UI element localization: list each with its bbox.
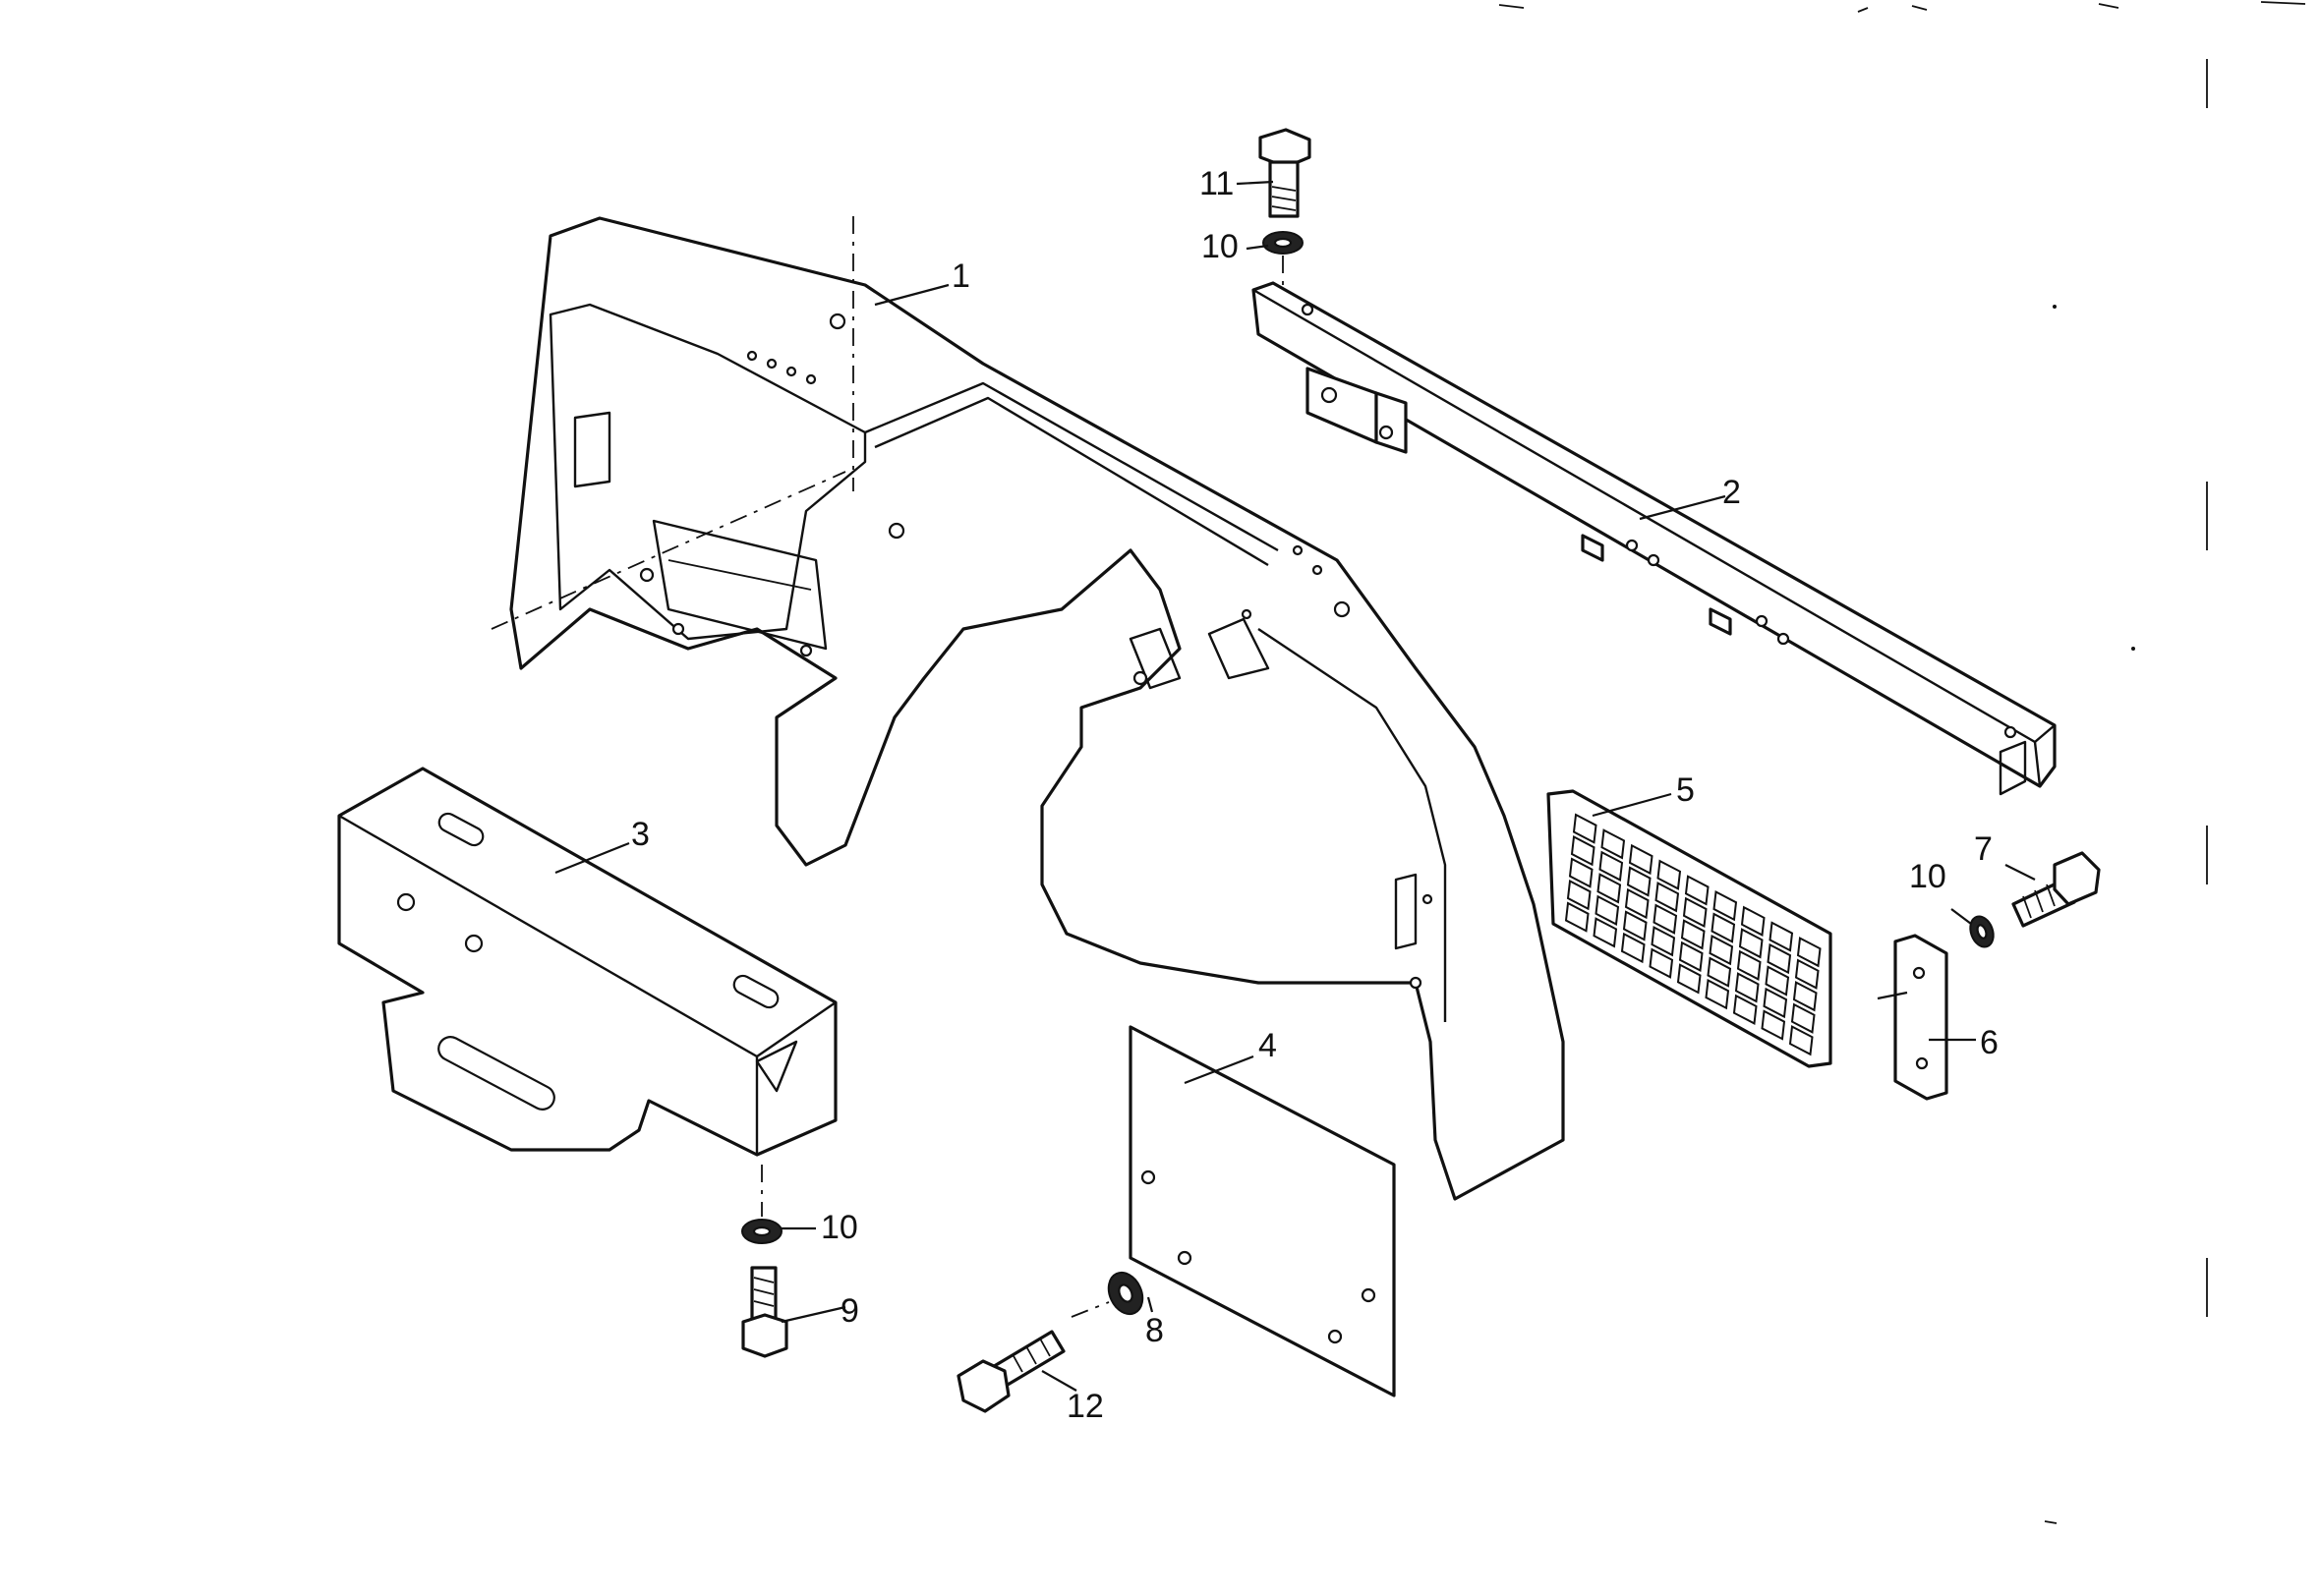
grille-cell xyxy=(1765,965,1790,997)
grille-cell xyxy=(1654,882,1680,913)
grille-cell xyxy=(1620,932,1646,964)
grille-cell xyxy=(1709,934,1734,966)
callout-5: 5 xyxy=(1676,771,1695,809)
grille-cell xyxy=(1769,921,1794,952)
part-10-washer-right xyxy=(1969,915,1995,948)
callout-1: 1 xyxy=(952,257,970,295)
part-5-grille xyxy=(1546,789,1832,1068)
part-6-small-plate xyxy=(1893,934,1948,1101)
callout-7: 7 xyxy=(1974,830,1993,868)
part-7-bolt xyxy=(2011,851,2101,928)
grille-cell xyxy=(1684,875,1710,906)
part-10-washer-bottom xyxy=(741,1219,783,1244)
grille-cell xyxy=(1596,873,1622,904)
callout-9: 9 xyxy=(841,1292,859,1330)
grille-cell xyxy=(1598,850,1624,882)
callout-10-top: 10 xyxy=(1201,228,1239,265)
grille-cell xyxy=(1734,972,1760,1003)
callout-10-right: 10 xyxy=(1909,858,1946,895)
callout-10-bottom: 10 xyxy=(821,1209,858,1246)
grille-cell xyxy=(1628,843,1653,876)
grille-cell xyxy=(1622,910,1648,941)
callout-8: 8 xyxy=(1145,1312,1164,1349)
part-10-washer-top xyxy=(1262,231,1304,255)
grille-cell xyxy=(1680,919,1706,950)
callout-labels: 1 2 3 4 5 6 7 8 9 10 10 10 11 12 xyxy=(631,165,1999,1425)
part-2-bar xyxy=(1251,281,2057,796)
grille-cell xyxy=(1570,834,1595,867)
grille-cell xyxy=(1572,813,1597,844)
grille-cell xyxy=(1790,1002,1816,1034)
grille-cell xyxy=(1788,1025,1814,1056)
grille-cell xyxy=(1767,942,1792,975)
grille-cell xyxy=(1564,901,1590,933)
grille-cell xyxy=(1656,859,1682,890)
grille-cell xyxy=(1732,994,1758,1025)
grille-cell xyxy=(1738,928,1764,959)
callout-6: 6 xyxy=(1980,1024,1999,1061)
grille-cell xyxy=(1792,981,1818,1012)
grille-cell xyxy=(1705,978,1730,1010)
grille-cell xyxy=(1711,912,1736,943)
part-1-frame xyxy=(491,216,1565,1201)
grille-cell xyxy=(1566,879,1592,911)
callout-2: 2 xyxy=(1722,474,1741,511)
grille-cell xyxy=(1651,926,1676,957)
grille-cell xyxy=(1736,949,1762,981)
callout-3: 3 xyxy=(631,816,650,853)
grille-cell xyxy=(1626,866,1652,897)
callout-11: 11 xyxy=(1199,165,1234,202)
scan-artifacts xyxy=(1498,1,2306,1524)
grille-cell xyxy=(1624,887,1650,920)
part-11-bolt xyxy=(1258,128,1311,218)
part-3-bracket xyxy=(337,767,838,1157)
grille-cells xyxy=(1564,813,1822,1056)
grille-cell xyxy=(1595,894,1620,926)
leader-lines xyxy=(554,180,2036,1392)
grille-cell xyxy=(1682,896,1708,929)
part-9-bolt xyxy=(741,1266,788,1358)
grille-cell xyxy=(1568,857,1594,888)
grille-cell xyxy=(1593,917,1618,948)
grille-cell xyxy=(1763,987,1788,1019)
grille-cell xyxy=(1796,937,1822,968)
grille-cell xyxy=(1761,1009,1786,1041)
grille-cell xyxy=(1707,956,1732,988)
part-12-bolt xyxy=(957,1330,1066,1413)
callout-12: 12 xyxy=(1067,1388,1104,1425)
grille-cell xyxy=(1600,828,1626,860)
grille-cell xyxy=(1740,905,1766,937)
grille-cell xyxy=(1678,940,1704,973)
callout-4: 4 xyxy=(1258,1027,1277,1064)
part-8-washer xyxy=(1107,1271,1144,1316)
grille-cell xyxy=(1712,889,1738,922)
part-4-plate xyxy=(1129,1025,1396,1397)
grille-cell xyxy=(1794,958,1820,990)
grille-cell xyxy=(1653,903,1678,935)
grille-cell xyxy=(1676,963,1702,995)
grille-cell xyxy=(1649,947,1674,979)
